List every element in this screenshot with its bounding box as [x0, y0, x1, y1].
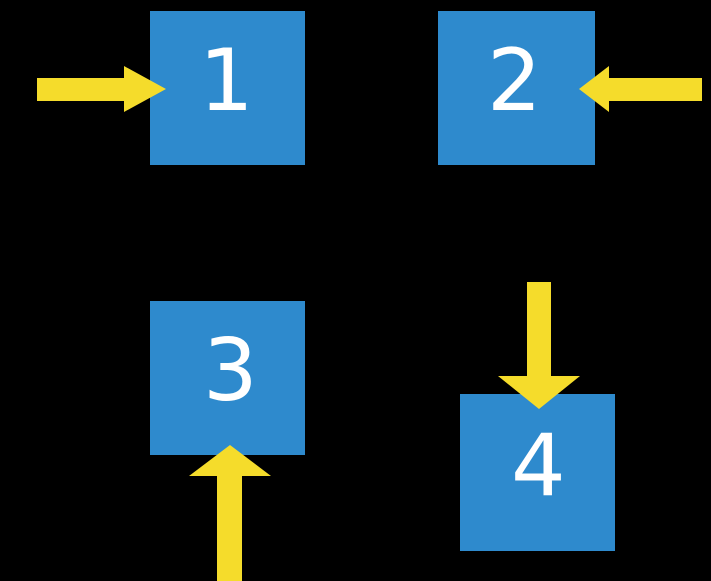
- node-box-2[interactable]: [438, 11, 595, 165]
- node-box-1[interactable]: [150, 11, 305, 165]
- node-box-4[interactable]: [460, 394, 615, 551]
- node-label-1: 1: [199, 31, 254, 131]
- node-label-4: 4: [511, 416, 566, 516]
- node-label-3: 3: [203, 321, 258, 421]
- arrow-into-node-3-icon: [189, 445, 271, 581]
- node-label-2: 2: [487, 31, 542, 131]
- arrow-into-node-1-icon: [37, 66, 166, 112]
- arrow-into-node-4-icon: [498, 282, 580, 409]
- node-box-3[interactable]: [150, 301, 305, 455]
- arrow-into-node-2-icon: [579, 66, 702, 112]
